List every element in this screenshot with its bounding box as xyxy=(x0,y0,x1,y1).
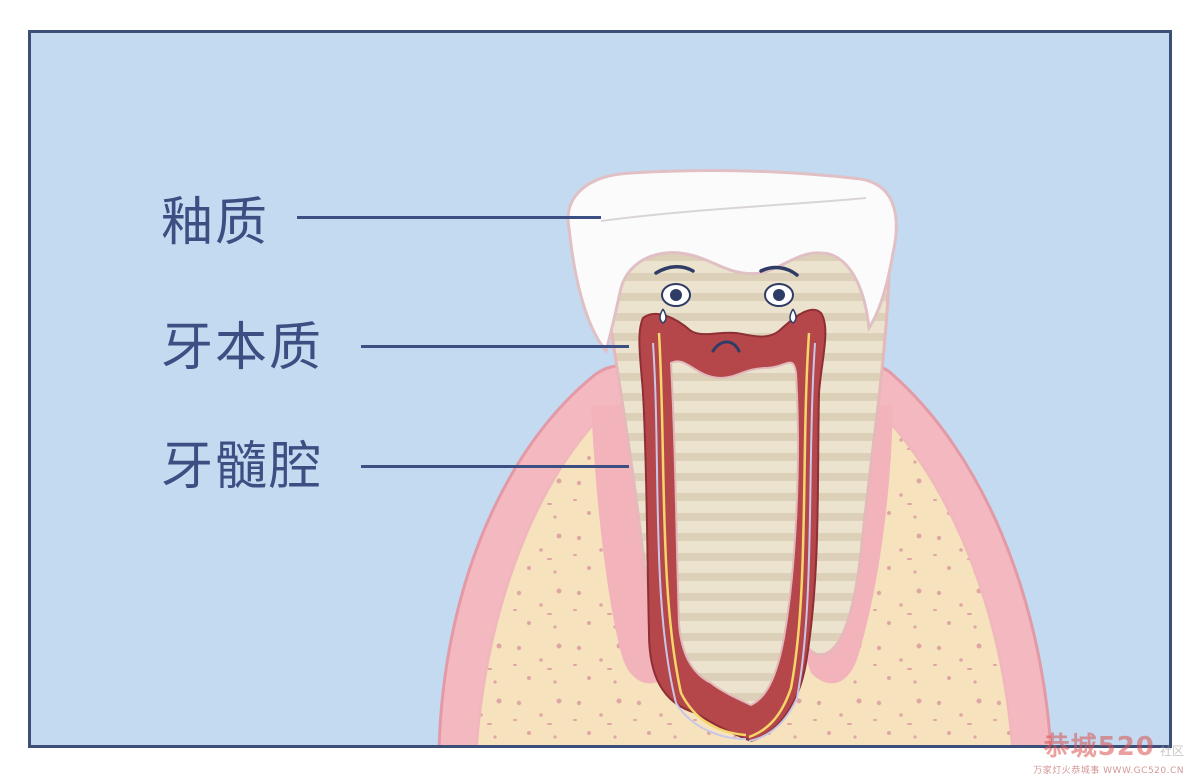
worried-face-icon xyxy=(654,265,799,353)
diagram-frame: 釉质 牙本质 牙髓腔 xyxy=(28,30,1172,748)
tooth-illustration xyxy=(437,169,1053,745)
watermark: 恭城520 社区 万家灯火恭城事 WWW.GC520.CN xyxy=(1033,726,1184,776)
label-dentin: 牙本质 xyxy=(161,318,324,378)
watermark-url: 万家灯火恭城事 WWW.GC520.CN xyxy=(1033,766,1184,776)
label-pulp-cavity: 牙髓腔 xyxy=(161,437,324,497)
watermark-side: 社区 xyxy=(1159,744,1184,758)
leader-dentin xyxy=(361,345,629,348)
label-enamel: 釉质 xyxy=(161,193,270,253)
leader-enamel xyxy=(297,216,601,219)
leader-pulp-cavity xyxy=(361,465,629,468)
watermark-brand: 恭城520 xyxy=(1043,732,1155,762)
